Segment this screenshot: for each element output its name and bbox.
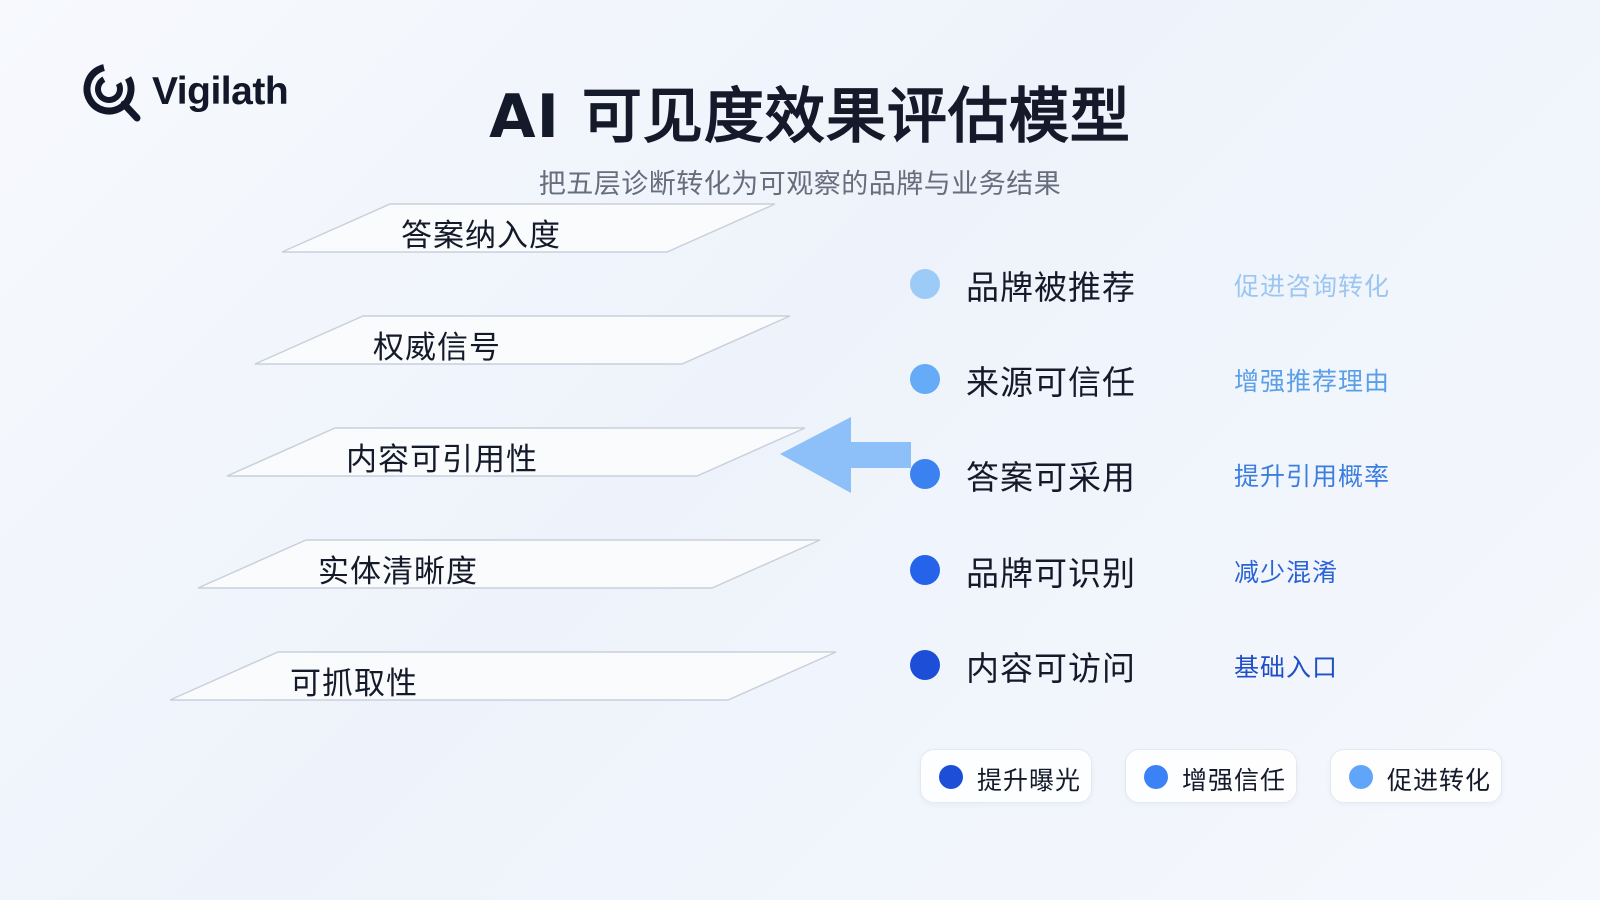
magnifier-c-icon — [83, 63, 141, 122]
outcome-item: 答案可采用 提升引用概率 — [908, 449, 1468, 499]
outcome-name: 来源可信任 — [966, 363, 1136, 402]
page-subtitle: 把五层诊断转化为可观察的品牌与业务结果 — [538, 169, 1062, 200]
outcome-dot — [910, 269, 940, 299]
layer-shape-2 — [254, 315, 791, 365]
outcome-item: 品牌可识别 减少混淆 — [908, 545, 1468, 595]
outcome-dot — [910, 459, 940, 489]
outcome-effect: 促进咨询转化 — [1234, 272, 1391, 301]
legend-label: 提升曝光 — [977, 766, 1082, 795]
legend-item-conversion: 促进转化 — [1330, 749, 1502, 803]
legend-dot — [1144, 765, 1168, 789]
layer-shape-4 — [197, 539, 821, 589]
outcome-dot — [910, 555, 940, 585]
layer-label-content-citability: 内容可引用性 — [346, 442, 538, 478]
legend-label: 促进转化 — [1387, 766, 1492, 795]
layer-label-answer-inclusion: 答案纳入度 — [401, 218, 561, 254]
outcome-effect: 提升引用概率 — [1234, 462, 1391, 491]
layer-shape-5 — [169, 651, 837, 701]
layer-shape-3 — [226, 427, 806, 477]
outcome-dot — [910, 364, 940, 394]
layer-label-entity-clarity: 实体清晰度 — [318, 554, 478, 590]
brand-logo: Vigilath — [82, 62, 289, 122]
outcome-item: 品牌被推荐 促进咨询转化 — [908, 259, 1468, 309]
layer-label-authority-signal: 权威信号 — [373, 330, 501, 366]
outcome-name: 答案可采用 — [966, 458, 1136, 497]
outcome-name: 品牌可识别 — [966, 554, 1136, 593]
outcome-name: 内容可访问 — [966, 649, 1136, 688]
legend-dot — [1349, 765, 1373, 789]
legend-dot — [939, 765, 963, 789]
outcome-effect: 减少混淆 — [1234, 558, 1339, 587]
legend-label: 增强信任 — [1182, 766, 1287, 795]
outcome-effect: 基础入口 — [1234, 653, 1339, 682]
layer-label-crawlability: 可抓取性 — [290, 666, 418, 702]
outcome-name: 品牌被推荐 — [966, 268, 1136, 307]
legend-item-exposure: 提升曝光 — [920, 749, 1092, 803]
legend-item-trust: 增强信任 — [1125, 749, 1297, 803]
outcome-item: 来源可信任 增强推荐理由 — [908, 354, 1468, 404]
outcome-item: 内容可访问 基础入口 — [908, 640, 1468, 690]
layer-shape-1 — [281, 203, 776, 253]
brand-name: Vigilath — [152, 70, 289, 113]
outcome-dot — [910, 650, 940, 680]
page-title: AI 可见度效果评估模型 — [489, 82, 1131, 152]
outcome-effect: 增强推荐理由 — [1234, 367, 1391, 396]
arrow-left-icon — [780, 417, 911, 493]
